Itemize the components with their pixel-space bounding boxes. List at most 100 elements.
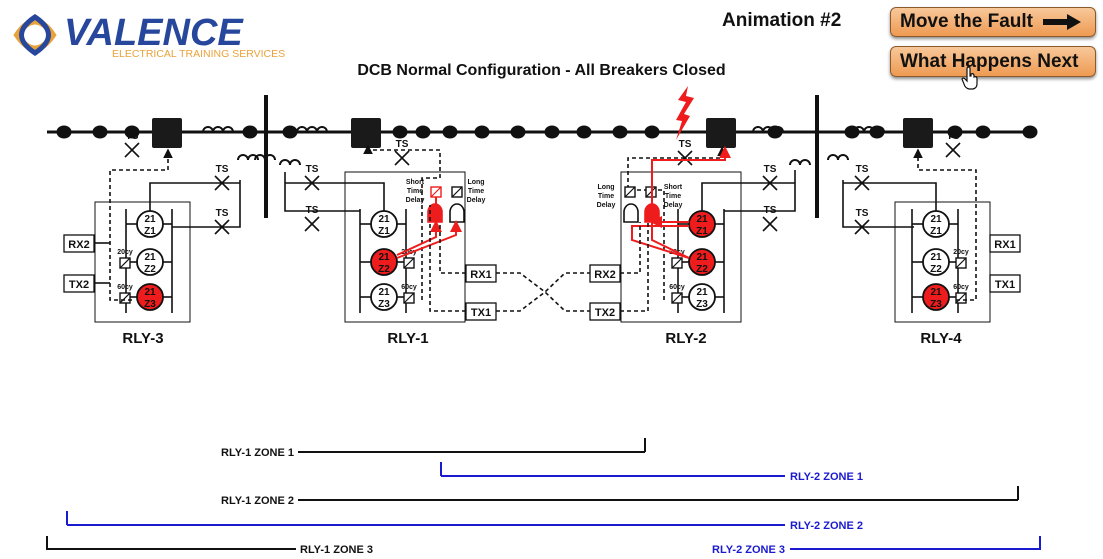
element-number: 21	[144, 214, 156, 225]
ts-x	[762, 216, 778, 232]
relay-rly2: RLY-221Z121Z221Z320cy60cyRX2TX2TSTSTSLon…	[589, 139, 796, 347]
current-wire	[842, 180, 914, 228]
transfer-switch-label: TS	[856, 164, 869, 175]
line-node	[844, 125, 860, 139]
ts-x	[214, 219, 230, 235]
tx-terminal: TX2	[69, 279, 89, 291]
timer-slash	[671, 292, 683, 304]
relay-element-z1	[922, 210, 950, 238]
transfer-switch-label: TS	[216, 208, 229, 219]
trip-path	[109, 148, 173, 301]
timer-slash	[451, 186, 463, 198]
element-zone: Z2	[378, 264, 390, 275]
relay-element-z2	[922, 248, 950, 276]
comm-path	[496, 272, 590, 312]
relay-element-z3	[136, 283, 164, 311]
timer-label: 20cy	[669, 249, 685, 256]
arrow-right-icon	[1043, 14, 1082, 30]
timer-label: 20cy	[117, 249, 133, 256]
fault-lightning-icon	[676, 86, 694, 140]
current-transformer	[296, 126, 328, 133]
long-delay-label: Long	[597, 184, 614, 191]
line-node	[242, 125, 258, 139]
communication-channel	[496, 272, 590, 312]
zone-rly1_z1: RLY-1 ZONE 1	[221, 438, 646, 459]
timer-slash	[955, 292, 967, 304]
rx-terminal-box	[465, 264, 497, 283]
energized-path	[631, 225, 690, 259]
timer-slash	[119, 257, 131, 269]
transfer-switch-label: TS	[216, 164, 229, 175]
element-zone: Z2	[696, 264, 708, 275]
element-zone: Z1	[144, 226, 156, 237]
timer-label: 20cy	[953, 249, 969, 256]
relay-panel	[894, 201, 991, 323]
transfer-switch-label: TS	[764, 164, 777, 175]
timer-box	[671, 257, 683, 269]
element-zone: Z3	[144, 299, 156, 310]
transfer-switch-label: TS	[856, 208, 869, 219]
tx-terminal: TX1	[471, 307, 491, 319]
element-number: 21	[144, 287, 156, 298]
tx-terminal-box	[465, 302, 497, 321]
relay-element-z1	[136, 210, 164, 238]
timer-label: 20cy	[401, 249, 417, 256]
energized-path	[651, 146, 731, 204]
ts-x	[304, 216, 320, 232]
element-number: 21	[930, 287, 942, 298]
element-zone: Z1	[696, 226, 708, 237]
tx-path	[620, 222, 649, 312]
timer-label: 60cy	[669, 284, 685, 291]
zone-label: RLY-1 ZONE 2	[221, 495, 294, 507]
ts-x	[945, 142, 961, 158]
timer-slash	[403, 257, 415, 269]
line-node	[612, 125, 628, 139]
rx-terminal-box	[63, 234, 95, 253]
energized-path	[396, 220, 462, 259]
line-node	[576, 125, 592, 139]
relay-name: RLY-2	[665, 330, 706, 347]
logo-mark-icon	[13, 13, 57, 57]
line-node	[869, 125, 885, 139]
tx-terminal-box	[989, 274, 1021, 293]
timer-box	[955, 292, 967, 304]
element-zone: Z2	[144, 264, 156, 275]
line-node	[1022, 125, 1038, 139]
move-fault-button[interactable]: Move the Fault	[890, 7, 1096, 37]
transfer-switch-label: TS	[396, 139, 409, 150]
ts-x	[677, 150, 693, 166]
rx-terminal-box	[589, 264, 621, 283]
tx-terminal: TX1	[995, 279, 1015, 291]
rx-terminal: RX1	[470, 269, 491, 281]
element-number: 21	[930, 252, 942, 263]
and-gate-icon	[623, 203, 639, 223]
and-gate-icon	[427, 203, 443, 223]
relay-name: RLY-3	[122, 330, 163, 347]
what-happens-next-button[interactable]: What Happens Next	[890, 46, 1096, 77]
zone-line	[46, 536, 296, 550]
relay-element-z2	[136, 248, 164, 276]
ts-x	[762, 175, 778, 191]
timer-box	[955, 257, 967, 269]
timer-slash	[624, 186, 636, 198]
short-delay-label: Delay	[406, 197, 425, 204]
element-zone: Z2	[930, 264, 942, 275]
ts-x	[214, 175, 230, 191]
element-zone: Z1	[378, 226, 390, 237]
ts-x	[124, 142, 140, 158]
line-node	[474, 125, 490, 139]
timer-slash	[671, 257, 683, 269]
relay-rly1: RLY-121Z121Z221Z320cy60cyRX1TX1TSTSTSSho…	[284, 139, 497, 347]
transfer-switch-label: TS	[679, 139, 692, 150]
current-wire	[701, 182, 795, 211]
zone-rly1_z3: RLY-1 ZONE 3	[46, 536, 373, 556]
element-number: 21	[378, 252, 390, 263]
ts-x	[854, 219, 870, 235]
line-node	[282, 125, 298, 139]
zone-rly1_z2: RLY-1 ZONE 2	[221, 486, 1019, 507]
timer-slash	[955, 257, 967, 269]
element-zone: Z3	[696, 299, 708, 310]
timer-box	[119, 257, 131, 269]
